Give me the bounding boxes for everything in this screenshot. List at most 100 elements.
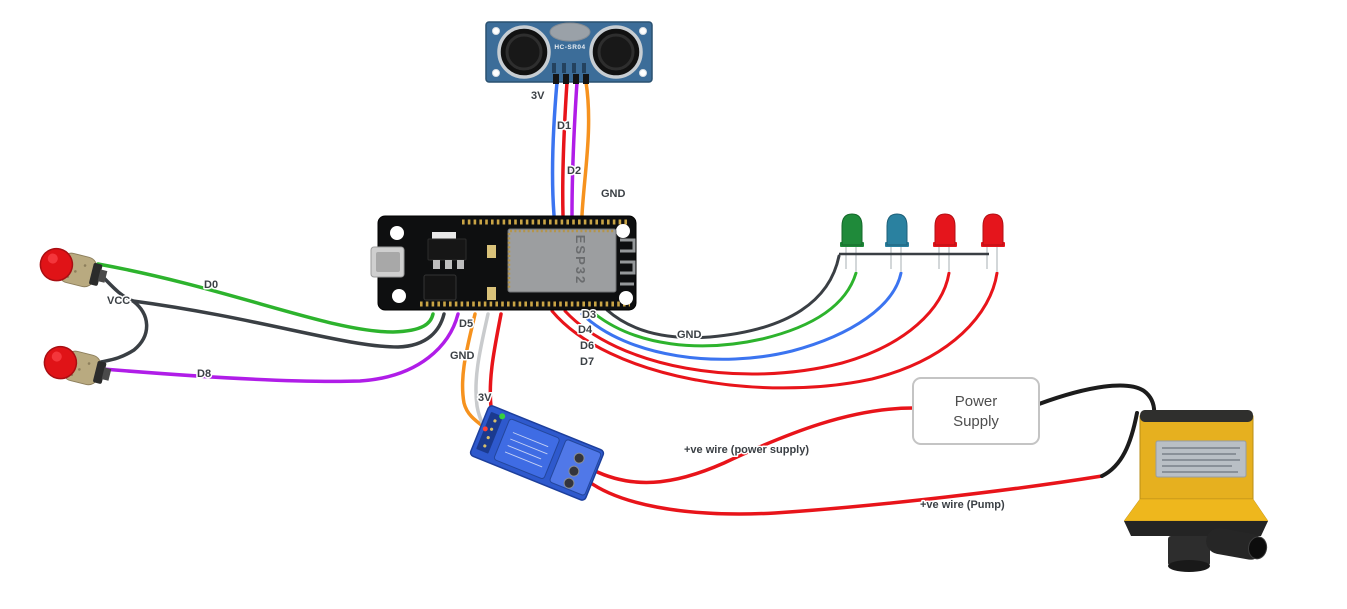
esp32-antenna — [620, 238, 636, 286]
label-led-d3: D3 — [582, 309, 596, 321]
relay-pin — [489, 427, 494, 431]
esp32-capacitor — [487, 245, 496, 258]
esp32-hole — [390, 226, 404, 240]
relay-pin — [486, 436, 490, 440]
button-cap-highlight — [51, 351, 62, 362]
power-supply-box: Power Supply — [912, 377, 1040, 445]
esp32-hole — [616, 224, 630, 238]
relay-pin — [493, 419, 497, 423]
sensor-label: HC-SR04 — [554, 44, 585, 51]
relay-cube — [493, 418, 560, 479]
pump-flange — [1123, 498, 1269, 522]
sensor-pin-silk — [572, 63, 576, 73]
relay-screw — [573, 452, 585, 464]
sensor-hole — [639, 27, 647, 35]
button-collar — [89, 263, 103, 286]
pump-outlet-side — [1206, 528, 1268, 560]
sensor-hole — [639, 69, 647, 77]
relay-pin — [483, 444, 487, 448]
relay-power-led — [482, 426, 488, 432]
sensor-transducer-mesh — [597, 33, 635, 71]
label-button-d0: D0 — [204, 279, 218, 291]
wire-button-d8 — [101, 312, 460, 384]
sensor-pin — [563, 74, 569, 84]
pump-outlet-down-cap — [1168, 560, 1210, 572]
esp32-label: ESP32 — [573, 235, 588, 285]
led-dome — [886, 213, 908, 246]
label-led-d7: D7 — [580, 356, 594, 368]
label-button-d8: D8 — [197, 368, 211, 380]
label-relay-gnd: GND — [450, 350, 475, 362]
labels-layer: 3V D1 D2 GND D0 VCC D8 D5 GND 3V D3 D4 D… — [106, 89, 1007, 513]
label-led-d4: D4 — [578, 324, 593, 336]
relay-screw — [563, 477, 575, 489]
led-green — [840, 213, 864, 272]
esp32-regulator-tab — [432, 232, 456, 239]
label-sensor-d2: D2 — [567, 165, 581, 177]
wire-button-vcc — [98, 272, 446, 349]
esp32-hole — [619, 291, 633, 305]
relay-pin-header — [476, 412, 503, 454]
pump-spec-label — [1155, 440, 1247, 478]
label-led-d6: D6 — [580, 340, 594, 352]
sensor-pin — [553, 74, 559, 84]
esp32-hole — [392, 289, 406, 303]
esp32-regulator-leg — [445, 260, 452, 269]
sensor-pin-silk — [582, 63, 586, 73]
label-button-vcc: VCC — [107, 295, 130, 307]
sensor-transducer-mesh — [505, 33, 543, 71]
esp32-board: ESP32 — [370, 215, 637, 311]
relay-module — [469, 405, 605, 501]
esp32-usb-inner — [376, 252, 400, 272]
wire-led-d6 — [563, 271, 951, 376]
wire-sensor-gnd — [580, 80, 591, 217]
sensor-crystal — [549, 22, 591, 42]
label-relay-3v: 3V — [478, 392, 492, 404]
button-speckle — [87, 362, 91, 365]
led-dome — [982, 213, 1004, 246]
sensor-hole — [492, 27, 500, 35]
wire-relay-to-pump — [586, 474, 1104, 516]
button-speckle — [83, 264, 87, 267]
button-speckle — [74, 270, 77, 273]
wire-led-d7 — [550, 271, 999, 390]
wire-button-vcc-branch — [99, 299, 149, 364]
led-dome — [841, 213, 863, 246]
sensor-hole — [492, 69, 500, 77]
push-button-bottom — [43, 345, 112, 386]
relay-status-led — [499, 413, 506, 420]
power-supply-label-line2: Supply — [953, 413, 999, 430]
wire-button-d0 — [96, 262, 435, 334]
power-supply-outline — [912, 377, 1040, 445]
wire-pump-positive-lead — [1100, 411, 1139, 478]
ultrasonic-sensor: HC-SR04 — [485, 21, 653, 84]
esp32-usb-chip — [423, 274, 457, 301]
relay-screw — [568, 465, 580, 477]
pump-top-rim — [1140, 410, 1253, 422]
label-sensor-d1: D1 — [557, 120, 571, 132]
label-pump-wire: +ve wire (Pump) — [920, 499, 1005, 511]
label-relay-d5: D5 — [459, 318, 473, 330]
led-red-2 — [981, 213, 1005, 272]
label-sensor-gnd: GND — [601, 188, 626, 200]
esp32-shield — [507, 228, 617, 293]
wire-led-d3 — [593, 271, 858, 348]
pump-outlet-down — [1168, 536, 1210, 566]
wire-relay-d5 — [460, 312, 486, 429]
power-supply-label-line1: Power — [955, 393, 998, 410]
wire-sensor-d2 — [570, 80, 579, 217]
water-pump — [1123, 410, 1269, 572]
button-terminal — [97, 269, 108, 283]
wire-power-supply-to-pump — [1037, 383, 1157, 418]
wire-sensor-d1 — [560, 80, 569, 217]
esp32-regulator-leg — [457, 260, 464, 269]
wire-relay-to-power-supply — [591, 406, 915, 485]
sensor-pin — [573, 74, 579, 84]
label-led-gnd: GND — [677, 329, 702, 341]
wire-led-gnd — [605, 254, 841, 340]
label-sensor-3v: 3V — [531, 90, 545, 102]
led-red-1 — [933, 213, 957, 272]
push-button-top — [39, 247, 108, 288]
